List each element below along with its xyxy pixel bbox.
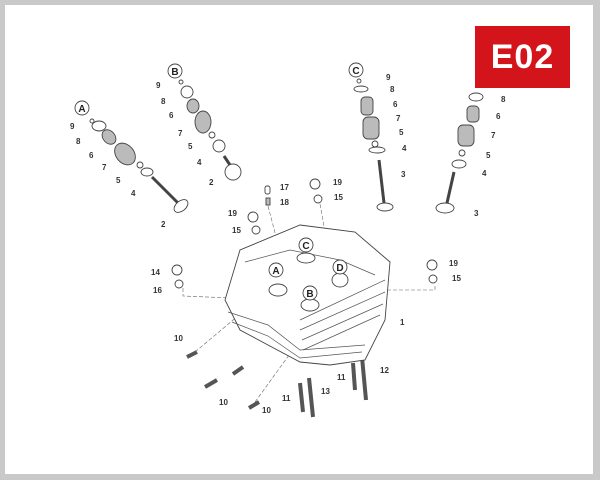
callout-number: 16: [153, 286, 162, 295]
callout-number: 5: [188, 142, 193, 151]
callout-number: 13: [321, 387, 330, 396]
valve-assembly-c: [353, 78, 394, 212]
callout-number: 10: [262, 406, 271, 415]
callout-number: 7: [102, 163, 107, 172]
callout-number: 5: [399, 128, 404, 137]
callout-number: 12: [380, 366, 389, 375]
callout-number: 4: [197, 158, 202, 167]
callout-number: 4: [402, 144, 407, 153]
callout-number: 2: [161, 220, 166, 229]
callout-number: 19: [228, 209, 237, 218]
callout-number: 8: [76, 137, 81, 146]
callout-number: 3: [401, 170, 406, 179]
callout-number: 4: [131, 189, 136, 198]
callout-number: 7: [491, 131, 496, 140]
callout-number: 10: [219, 398, 228, 407]
callout-number: 8: [390, 85, 395, 94]
callout-number: 5: [486, 151, 491, 160]
callout-number: 7: [396, 114, 401, 123]
callout-number: 10: [174, 334, 183, 343]
callout-number: 17: [280, 183, 289, 192]
callout-number: 1: [400, 318, 405, 327]
callout-number: 19: [333, 178, 342, 187]
marker-c: C: [352, 66, 359, 77]
callout-number: 8: [161, 97, 166, 106]
callout-number: 5: [116, 176, 121, 185]
marker-head-a: A: [272, 266, 279, 277]
callout-number: 3: [474, 209, 479, 218]
callout-number: 6: [496, 112, 501, 121]
valve-assembly-a: [89, 118, 189, 213]
callout-number: 2: [209, 178, 214, 187]
section-code-badge: E02: [475, 26, 570, 88]
callout-number: 19: [449, 259, 458, 268]
callout-number: 15: [232, 226, 241, 235]
callout-number: 6: [89, 151, 94, 160]
callout-number: 9: [386, 73, 391, 82]
marker-b: B: [171, 67, 178, 78]
callout-number: 9: [70, 122, 75, 131]
callout-number: 11: [337, 373, 346, 382]
callout-number: 6: [169, 111, 174, 120]
callout-number: 4: [482, 169, 487, 178]
fasteners: [171, 178, 438, 418]
valve-assembly-d: [435, 92, 484, 214]
marker-a: A: [78, 104, 85, 115]
callout-number: 6: [393, 100, 398, 109]
callout-number: 7: [178, 129, 183, 138]
valve-assembly-b: [178, 79, 242, 181]
marker-head-d: D: [336, 263, 343, 274]
callout-number: 15: [334, 193, 343, 202]
callout-number: 18: [280, 198, 289, 207]
part-callouts: 9867542986754298675438675431718191519151…: [70, 73, 506, 415]
callout-number: 11: [282, 394, 291, 403]
callout-number: 9: [156, 81, 161, 90]
marker-head-b: B: [306, 289, 313, 300]
callout-number: 15: [452, 274, 461, 283]
callout-number: 14: [151, 268, 160, 277]
callout-number: 8: [501, 95, 506, 104]
group-markers: A B C A B C D: [74, 62, 364, 301]
marker-head-c: C: [302, 241, 309, 252]
